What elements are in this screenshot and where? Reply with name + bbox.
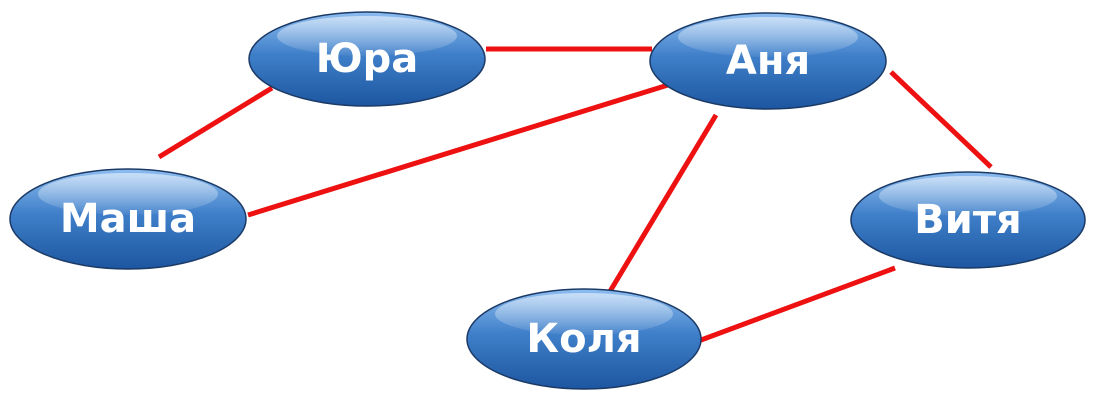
node-anya: Аня [649,12,887,110]
node-label-yura: Юра [316,36,419,82]
node-yura: Юра [248,11,486,107]
node-kolya: Коля [466,288,702,390]
node-masha: Маша [9,168,247,270]
edge-vitya-kolya [692,265,896,346]
node-label-anya: Аня [726,38,810,84]
node-vitya: Витя [850,171,1086,269]
node-label-vitya: Витя [914,197,1021,243]
node-label-kolya: Коля [526,316,641,362]
edge-masha-anya [247,82,669,218]
edges-layer [157,46,993,346]
edge-anya-vitya [889,70,993,169]
edge-yura-masha [157,85,274,160]
edge-anya-kolya [606,113,719,295]
node-label-masha: Маша [60,196,196,242]
